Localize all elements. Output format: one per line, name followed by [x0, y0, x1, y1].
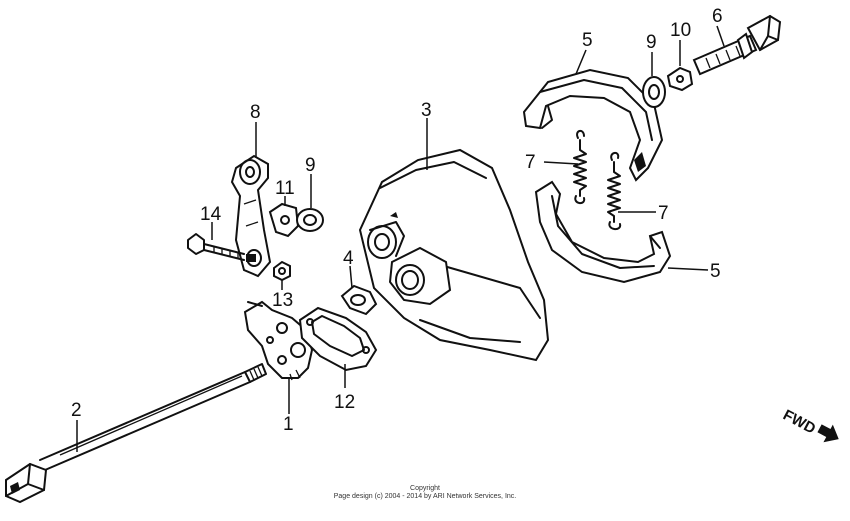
axle-bolt — [5, 363, 267, 504]
callout-5-upper: 5 — [582, 30, 593, 51]
brake-shoe-upper — [522, 68, 664, 182]
forward-label: FWD — [780, 407, 818, 438]
seal-left — [296, 208, 324, 232]
brake-cam — [692, 14, 782, 76]
callout-10: 10 — [670, 20, 691, 41]
seal-right — [642, 76, 666, 108]
callout-6: 6 — [712, 6, 723, 27]
brake-panel — [358, 148, 550, 362]
spring-upper — [573, 130, 587, 204]
washer-plate — [340, 284, 378, 316]
nut — [273, 260, 291, 282]
callout-1: 1 — [283, 414, 294, 435]
copyright-line-1: Copyright — [410, 485, 440, 492]
arrow-head-icon — [817, 424, 839, 443]
brake-shoe-lower — [534, 180, 672, 284]
indicator-washer — [666, 66, 694, 92]
spring-lower — [607, 152, 622, 230]
callout-8: 8 — [250, 102, 261, 123]
callout-3: 3 — [421, 100, 432, 121]
callout-4: 4 — [343, 248, 354, 269]
callout-11: 11 — [275, 178, 295, 199]
brake-stay-plate — [243, 300, 314, 381]
callout-13: 13 — [272, 290, 293, 311]
callout-2: 2 — [71, 400, 82, 421]
callout-9-right: 9 — [646, 32, 657, 53]
callout-12: 12 — [334, 392, 355, 413]
copyright-line-2: Page design (c) 2004 - 2014 by ARI Netwo… — [334, 493, 517, 500]
gasket — [298, 306, 378, 372]
callout-14: 14 — [200, 204, 222, 225]
brake-arm — [230, 154, 272, 278]
forward-arrow: FWD — [780, 407, 839, 443]
arm-bolt — [187, 233, 245, 261]
copyright-notice: Copyright Page design (c) 2004 - 2014 by… — [334, 485, 517, 500]
indicator-plate — [268, 202, 300, 238]
callout-9-left: 9 — [305, 155, 316, 176]
callout-7-upper: 7 — [525, 152, 536, 173]
callout-labels: 1 2 3 4 5 5 6 7 7 8 9 9 10 11 12 13 14 — [71, 6, 723, 435]
callout-7-lower: 7 — [658, 203, 669, 224]
callout-5-lower: 5 — [710, 261, 721, 282]
callout-leaders — [76, 25, 725, 452]
